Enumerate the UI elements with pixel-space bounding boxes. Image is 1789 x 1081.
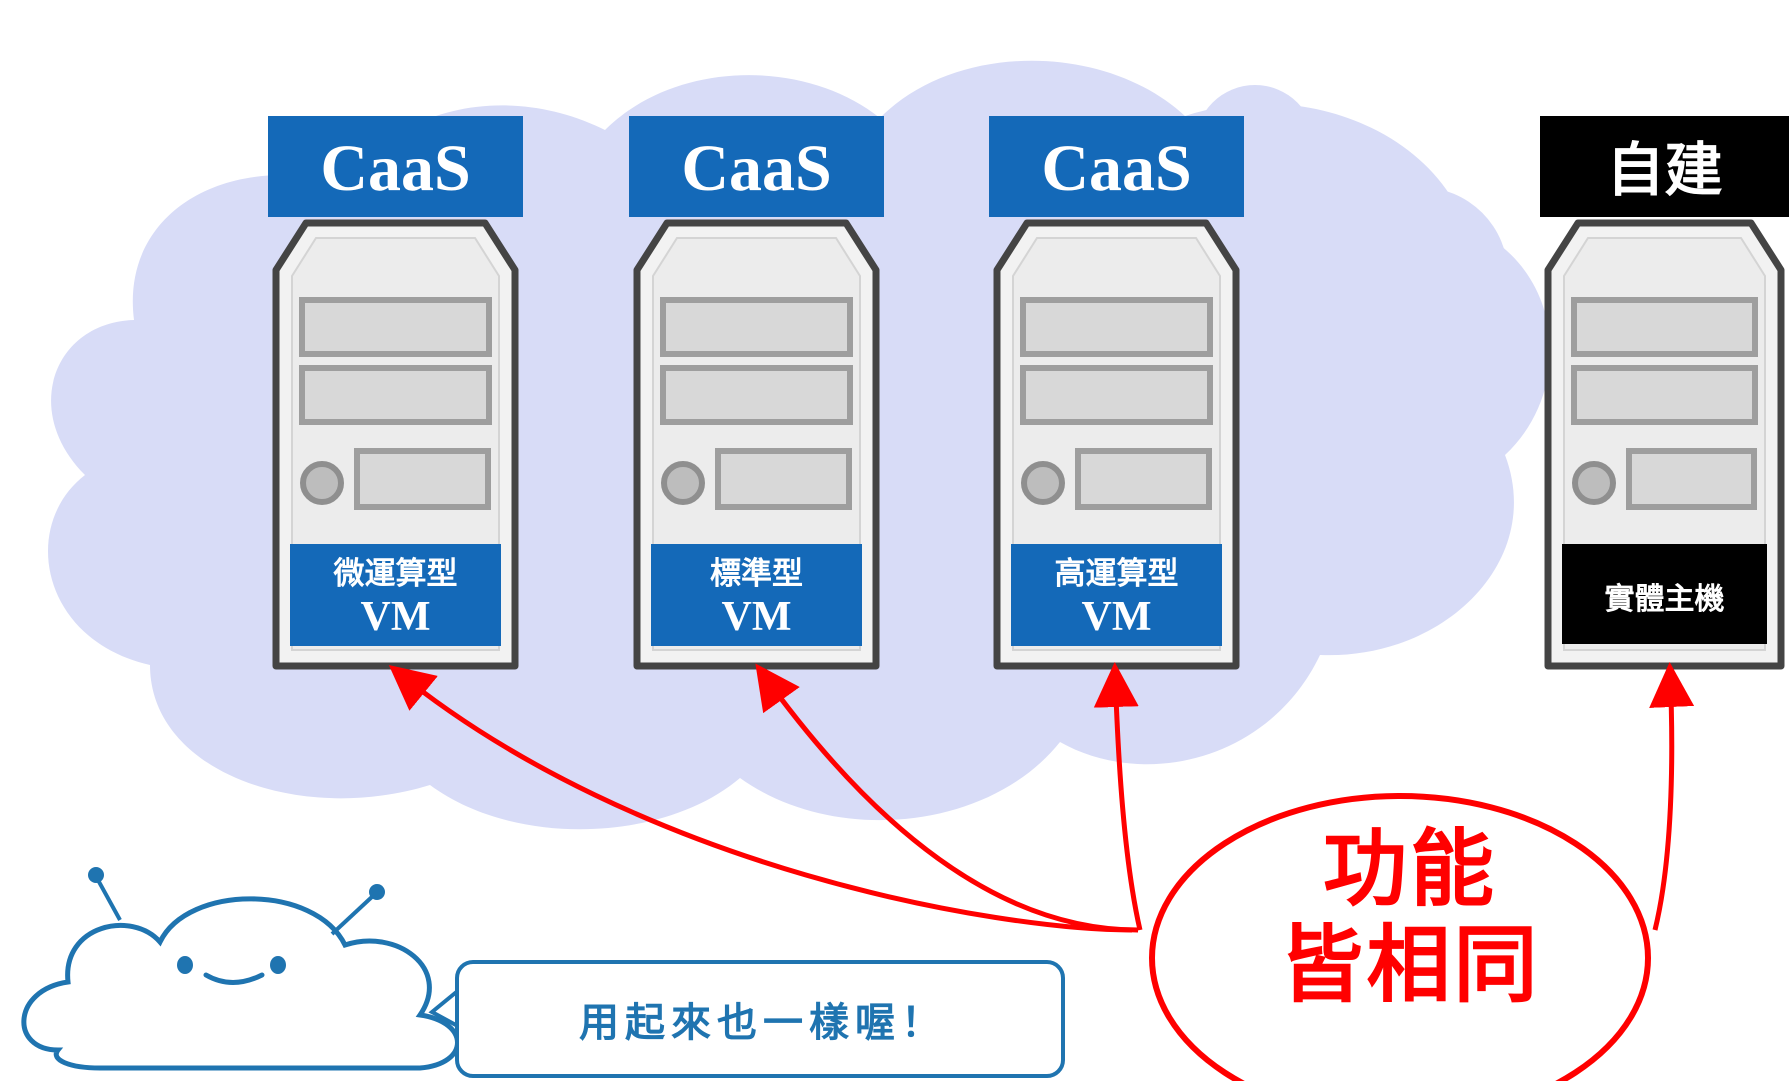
io-slot <box>1626 448 1757 510</box>
server-footer-text: 實體主機 <box>1605 582 1725 617</box>
server-header-band <box>268 116 523 217</box>
power-button-icon <box>1021 461 1065 505</box>
mascot-antenna <box>96 879 122 921</box>
mascot-eye <box>177 956 193 974</box>
mascot-speech-bubble: 用起來也一樣喔！ <box>455 960 1065 1078</box>
server-header-text: CaaS <box>320 132 470 205</box>
drive-bay <box>660 297 853 357</box>
server-footer-line-1: 高運算型 <box>1055 556 1179 592</box>
server-header-text: CaaS <box>681 132 831 205</box>
power-button-icon <box>300 461 344 505</box>
server-header-text: CaaS <box>1041 132 1191 205</box>
callout-ellipse <box>1149 793 1651 1081</box>
mascot-antenna-tip <box>369 884 385 900</box>
drive-bay <box>1571 365 1758 425</box>
server-footer-line-2: VM <box>722 594 792 640</box>
server-footer-line-1: 標準型 <box>710 556 803 592</box>
server-header-band <box>629 116 884 217</box>
server-header-band <box>1540 116 1789 217</box>
arrow-icon <box>755 663 1139 933</box>
server-footer-band <box>290 544 501 646</box>
mascot-antenna <box>330 893 376 936</box>
server-header-text: 自建 <box>1606 136 1722 204</box>
io-slot <box>354 448 491 510</box>
server-footer-band <box>1011 544 1222 646</box>
server-footer-band <box>651 544 862 646</box>
server-footer-line-2: VM <box>361 594 431 640</box>
drive-bay <box>660 365 853 425</box>
mascot-cloud-icon <box>21 867 467 1071</box>
io-slot <box>1075 448 1212 510</box>
server-header-band <box>989 116 1244 217</box>
power-button-icon <box>661 461 705 505</box>
cloud-lobe <box>1332 187 1508 363</box>
drive-bay <box>1020 297 1213 357</box>
server-footer-line-1: 微運算型 <box>333 556 458 592</box>
arrow-icon <box>388 664 1133 933</box>
io-slot <box>715 448 852 510</box>
server-footer-band <box>1562 544 1767 644</box>
drive-bay <box>1571 297 1758 357</box>
arrows-layer <box>388 662 1695 933</box>
server-footer-line-2: VM <box>1082 594 1152 640</box>
drive-bay <box>299 297 492 357</box>
arrow-icon <box>1649 662 1695 931</box>
drive-bay <box>1020 365 1213 425</box>
mascot-eye <box>270 956 286 974</box>
drive-bay <box>299 365 492 425</box>
mascot-smile <box>203 972 265 985</box>
arrow-icon <box>1093 662 1143 931</box>
mascot-speech-text: 用起來也一樣喔！ <box>579 1000 947 1046</box>
mascot-antenna-tip <box>88 867 104 883</box>
power-button-icon <box>1572 461 1616 505</box>
